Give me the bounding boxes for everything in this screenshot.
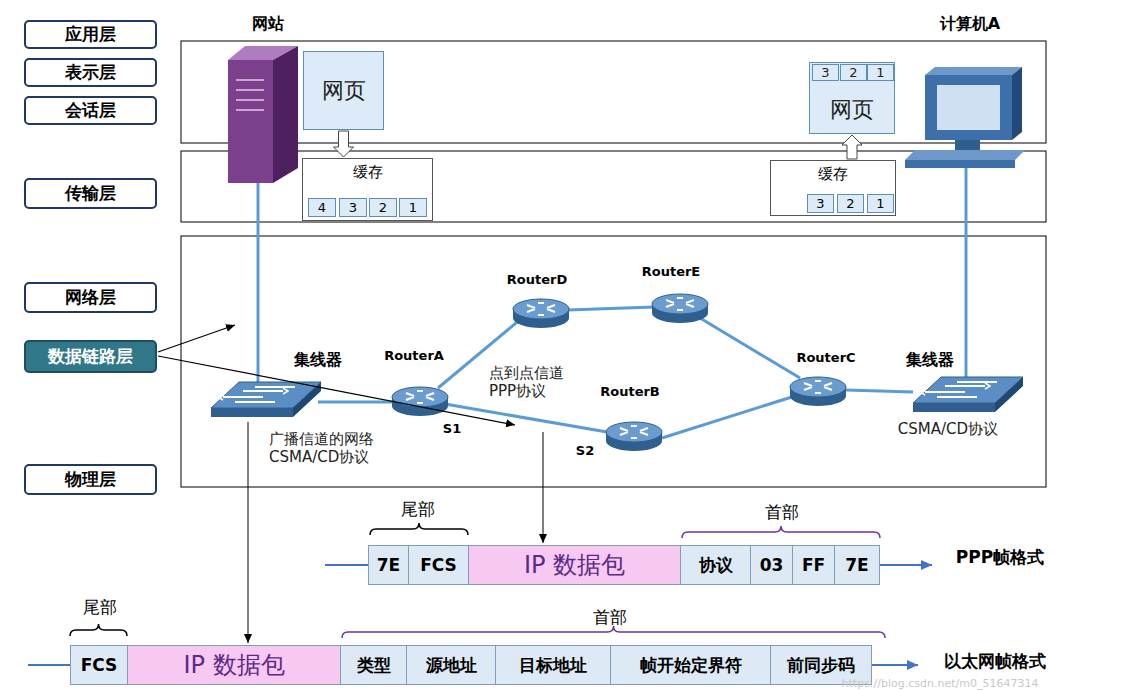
buffer-box: 缓存 4 3 2 1 — [302, 158, 433, 221]
node-text: 7E — [845, 555, 868, 575]
frame-field: 帧开始定界符 — [610, 645, 771, 685]
node-text: 表示层 — [65, 61, 116, 84]
segment-cell: 1 — [867, 194, 894, 213]
device-label: 集线器 — [294, 350, 342, 369]
node-text: 缓存 — [818, 165, 848, 184]
node-text: 物理层 — [65, 468, 116, 491]
node-text: 3 — [816, 196, 824, 211]
node-text: FF — [802, 555, 825, 575]
layer-label: 应用层 — [24, 20, 157, 49]
frame-field: 7E — [368, 545, 409, 585]
layer-label: 物理层 — [24, 464, 157, 495]
node-text: 1 — [876, 65, 884, 80]
frame-field: 03 — [750, 545, 793, 585]
node-text: 会话层 — [65, 99, 116, 122]
segment-cell: 3 — [812, 64, 839, 81]
node-text: 2 — [849, 65, 857, 80]
watermark: https://blog.csdn.net/m0_51647314 — [842, 677, 1039, 690]
segment-cell: 3 — [339, 198, 367, 217]
node-text: 网页 — [322, 76, 366, 106]
segment-cell: 1 — [399, 198, 427, 217]
node-text: 应用层 — [65, 23, 116, 46]
node-text: 03 — [760, 555, 784, 575]
node-text: 目标地址 — [519, 654, 587, 677]
protocol-note: CSMA/CD协议 — [898, 420, 998, 438]
segment-cell: 2 — [840, 64, 867, 81]
layer-label: 会话层 — [24, 96, 157, 125]
segment-cell: 1 — [867, 64, 894, 81]
router-label: RouterA — [384, 348, 444, 364]
layer-label: 数据链路层 — [24, 340, 157, 373]
format-label: 以太网帧格式 — [944, 651, 1046, 671]
port-label: S1 — [443, 421, 461, 437]
node-text: 网页 — [830, 95, 874, 125]
node-text: 协议 — [699, 554, 733, 577]
node-text: 传输层 — [65, 182, 116, 205]
router-label: RouterB — [600, 384, 660, 400]
node-text: 类型 — [357, 654, 391, 677]
format-label: PPP帧格式 — [956, 547, 1044, 567]
frame-field: 7E — [834, 545, 880, 585]
brace — [70, 624, 127, 636]
device-label: 网站 — [252, 14, 284, 33]
node-text: 网络层 — [65, 286, 116, 309]
frame-field: 协议 — [680, 545, 751, 585]
segment-cell: 3 — [807, 194, 834, 213]
segment-cell: 2 — [837, 194, 864, 213]
frame-field: 目标地址 — [495, 645, 611, 685]
buffer-box: 缓存 3 2 1 — [770, 160, 896, 216]
device-label: 计算机A — [940, 14, 1000, 33]
node-text: 缓存 — [353, 163, 383, 182]
node-text: 2 — [379, 200, 387, 215]
hollow-arrow — [842, 135, 862, 159]
brace — [342, 626, 885, 638]
node-text: 4 — [318, 200, 326, 215]
frame-field: FCS — [70, 645, 128, 685]
segment-cell: 4 — [308, 198, 336, 217]
layer-label: 传输层 — [24, 178, 157, 209]
port-label: S2 — [576, 443, 594, 459]
router-label: RouterE — [642, 264, 701, 280]
router-label: RouterC — [796, 350, 855, 366]
node-text: 3 — [349, 200, 357, 215]
page-box: 网页 — [303, 51, 384, 130]
node-text: FCS — [81, 655, 118, 675]
node-text: IP 数据包 — [183, 649, 284, 681]
frame-field: 源地址 — [406, 645, 496, 685]
node-text: 1 — [876, 196, 884, 211]
frame-field: FCS — [408, 545, 469, 585]
node-text: FCS — [420, 555, 457, 575]
node-text: 数据链路层 — [48, 345, 133, 368]
part-label: 首部 — [593, 607, 627, 627]
frame-field: 类型 — [340, 645, 407, 685]
brace — [370, 523, 468, 535]
hollow-arrow — [334, 131, 354, 157]
node-text: IP 数据包 — [524, 549, 625, 581]
part-label: 首部 — [765, 502, 799, 522]
device-label: 集线器 — [906, 350, 954, 369]
node-text: 3 — [821, 65, 829, 80]
node-text: 源地址 — [426, 654, 477, 677]
node-text: 7E — [377, 555, 400, 575]
channel-note: 点到点信道 PPP协议 — [489, 364, 581, 400]
router-label: RouterD — [507, 272, 567, 288]
node-text: 帧开始定界符 — [640, 654, 742, 677]
brace — [682, 526, 880, 538]
layer-label: 网络层 — [24, 282, 157, 313]
part-label: 尾部 — [401, 499, 435, 519]
node-text: 前同步码 — [787, 654, 855, 677]
page-box: 网页3 2 1 — [809, 62, 895, 134]
layer-label: 表示层 — [24, 58, 157, 87]
segment-cell: 2 — [369, 198, 397, 217]
part-label: 尾部 — [83, 597, 117, 617]
frame-field: FF — [792, 545, 835, 585]
node-text: 1 — [409, 200, 417, 215]
channel-note: 广播信道的网络 CSMA/CD协议 — [269, 430, 391, 466]
frame-payload: IP 数据包 — [468, 545, 681, 585]
frame-payload: IP 数据包 — [127, 645, 341, 685]
node-text: 2 — [846, 196, 854, 211]
